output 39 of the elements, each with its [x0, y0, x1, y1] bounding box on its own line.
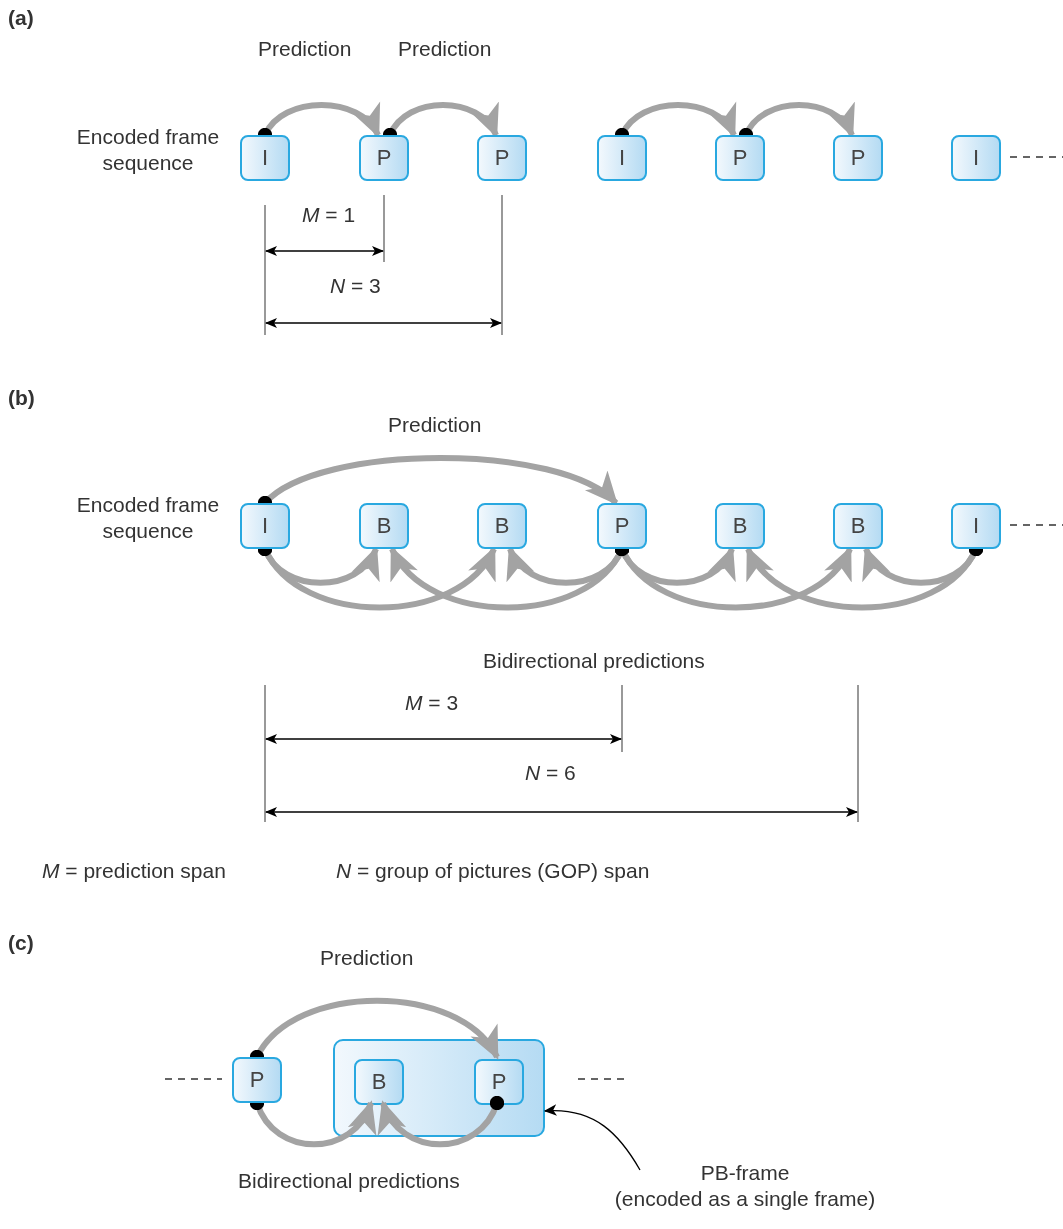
label-text: M = 1	[302, 202, 356, 228]
panel-label: (a)	[8, 5, 34, 31]
label-text: Bidirectional predictions	[238, 1168, 460, 1194]
frame-box: I	[597, 135, 647, 181]
edge-label: Prediction	[388, 412, 482, 438]
prediction-arrow	[380, 1095, 505, 1148]
panel-label: (c)	[8, 930, 34, 956]
label-text: Bidirectional predictions	[483, 648, 705, 674]
frame-box: P	[597, 503, 647, 549]
label-text: M = prediction span	[42, 858, 226, 884]
frame-box: B	[715, 503, 765, 549]
edge-label: Prediction	[398, 36, 492, 62]
frame-box: P	[715, 135, 765, 181]
label-text: Encoded frame sequence	[75, 492, 221, 545]
frame-box: B	[359, 503, 409, 549]
label-text: N = 6	[525, 760, 576, 786]
edge-label: Prediction	[258, 36, 352, 62]
edge-label: Prediction	[320, 945, 414, 971]
frame-box: P	[833, 135, 883, 181]
frame-box: B	[477, 503, 527, 549]
frame-box: P	[477, 135, 527, 181]
group-box	[333, 1039, 545, 1137]
callout-text: (encoded as a single frame)	[614, 1186, 876, 1213]
frame-box: B	[354, 1059, 404, 1105]
label-text: Encoded frame sequence	[75, 124, 221, 177]
label-text: M = 3	[405, 690, 459, 716]
label-text: N = group of pictures (GOP) span	[336, 858, 650, 884]
callout-text: PB-frame	[700, 1160, 790, 1186]
frame-box: B	[833, 503, 883, 549]
frame-box: I	[951, 503, 1001, 549]
frame-box: I	[951, 135, 1001, 181]
frame-box: I	[240, 135, 290, 181]
frame-box: P	[359, 135, 409, 181]
frame-box: P	[474, 1059, 524, 1105]
frame-box: P	[232, 1057, 282, 1103]
leader-line	[543, 1104, 641, 1171]
frame-box: I	[240, 503, 290, 549]
panel-label: (b)	[8, 385, 35, 411]
label-text: N = 3	[330, 273, 381, 299]
